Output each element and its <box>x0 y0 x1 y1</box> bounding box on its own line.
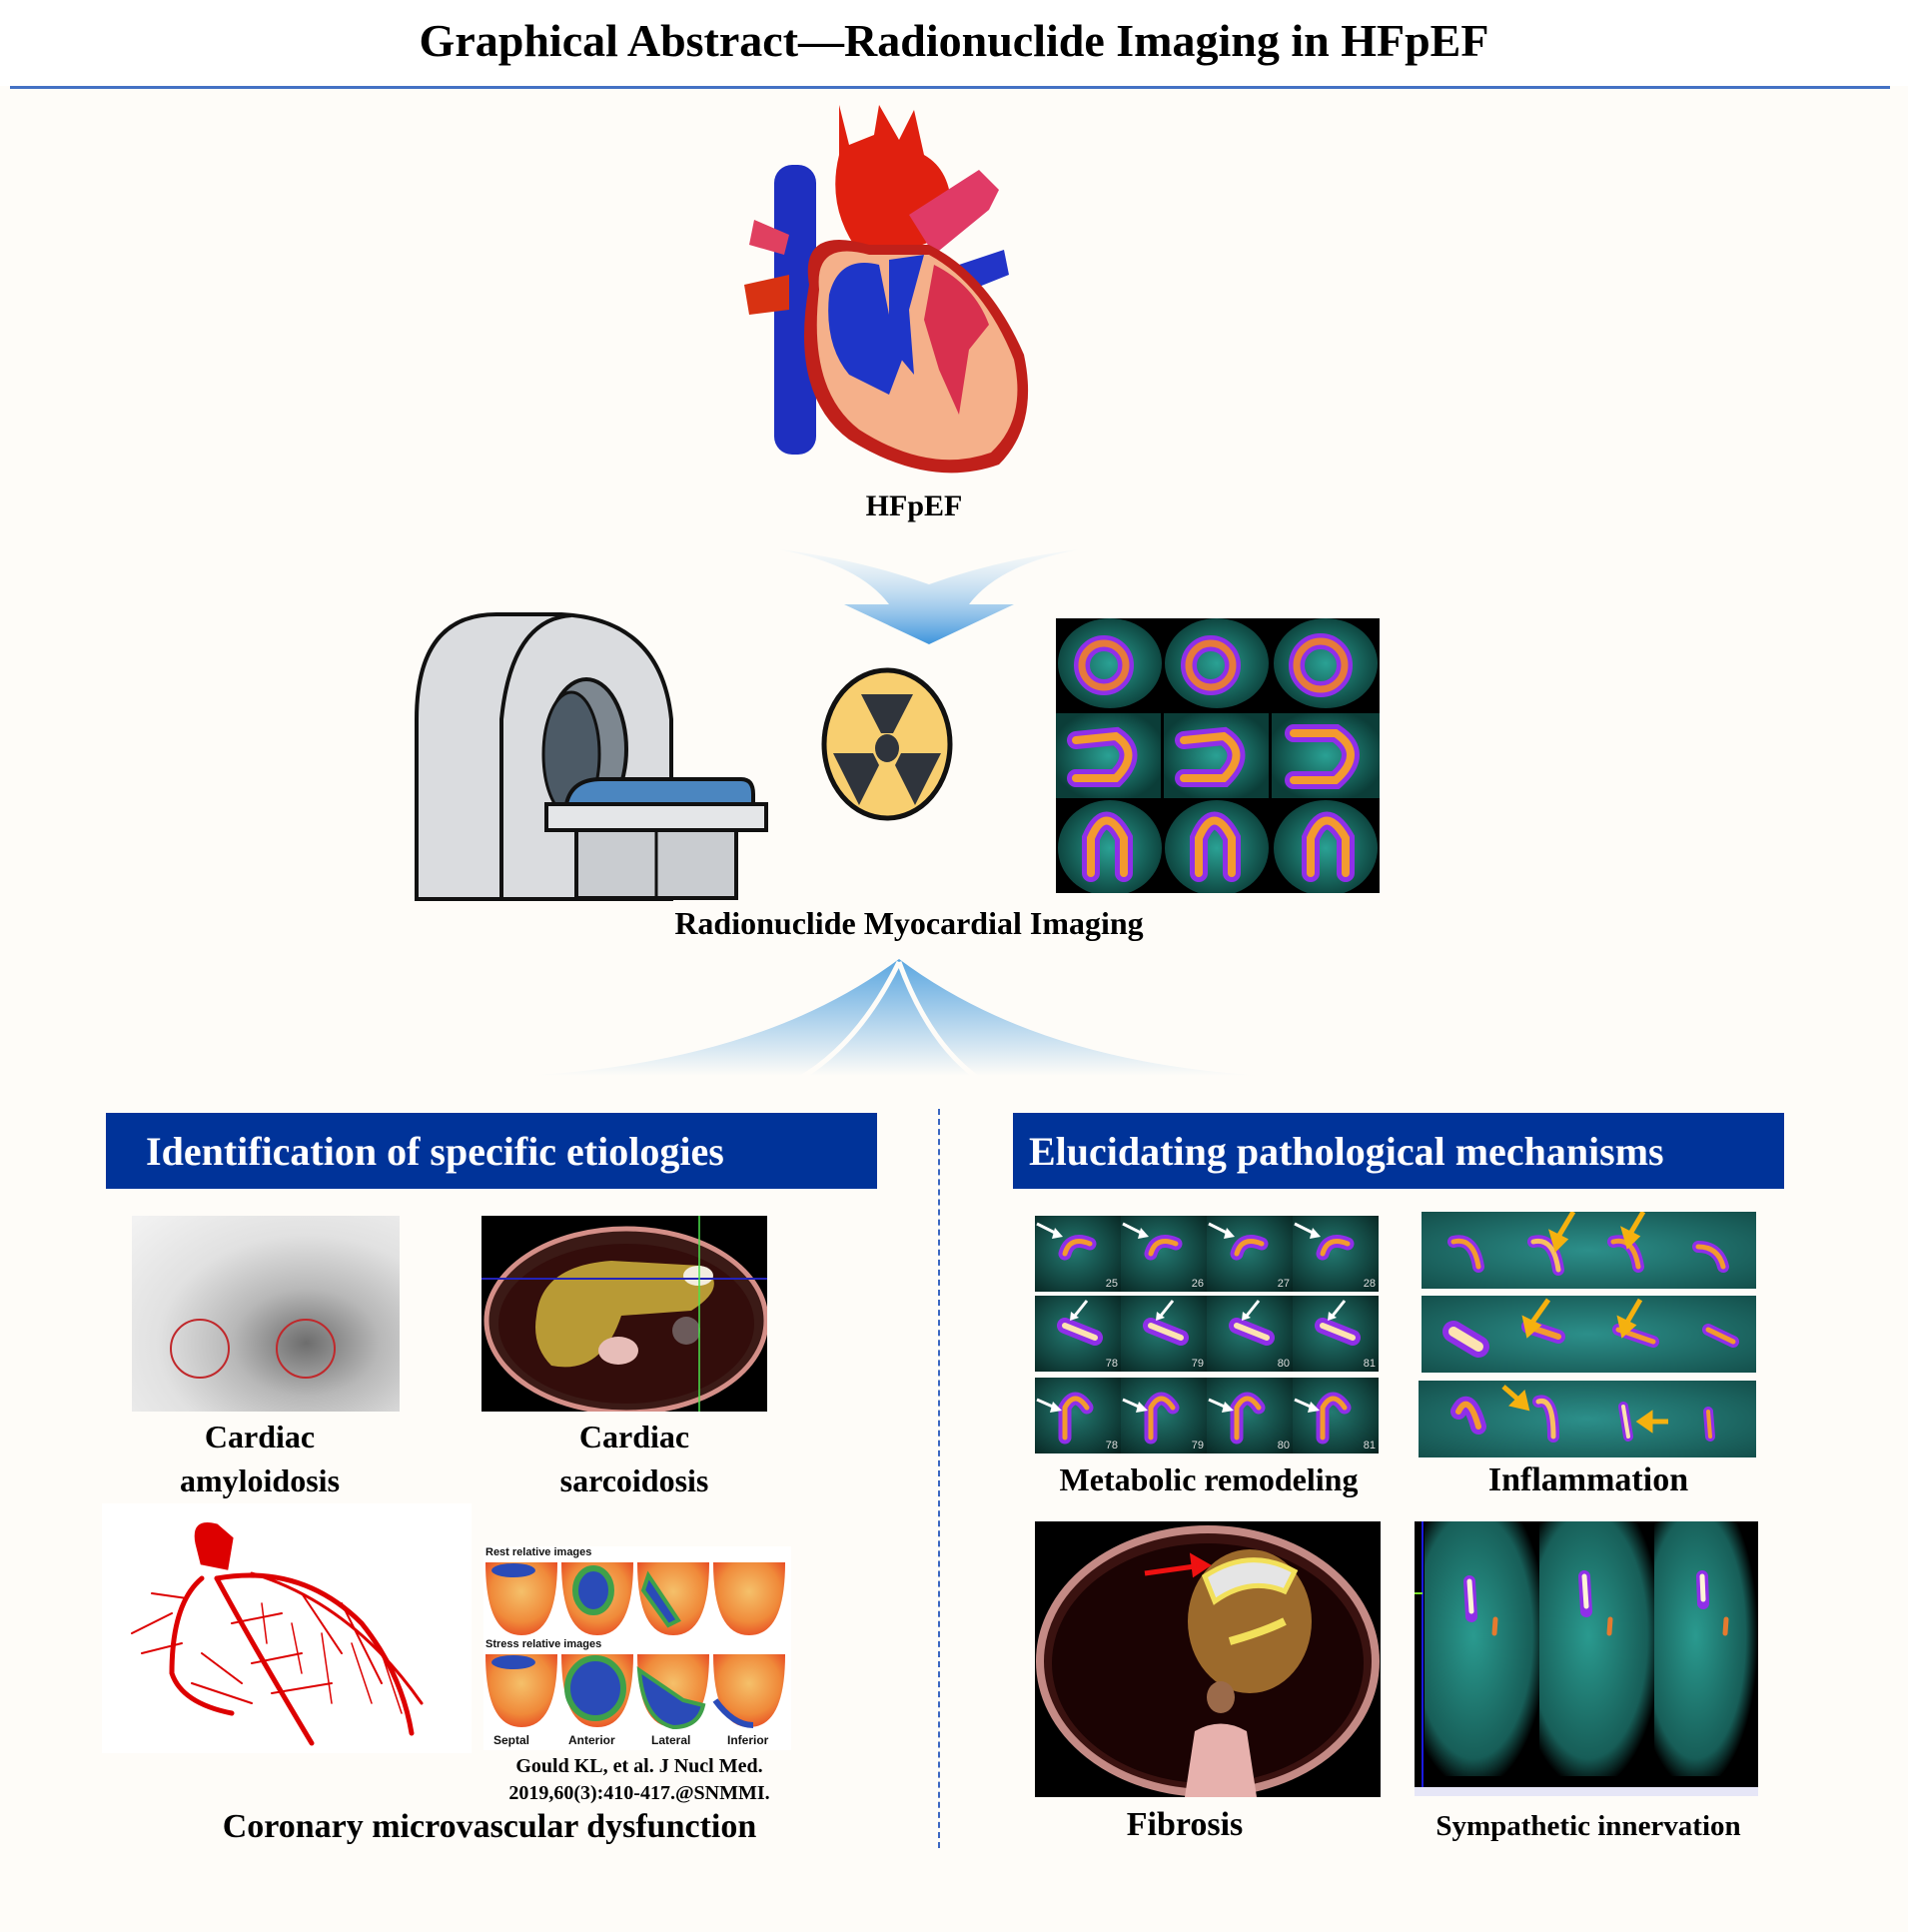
banner-etiologies: Identification of specific etiologies <box>106 1113 877 1189</box>
amyloidosis-scan-image <box>132 1216 400 1412</box>
sarcoidosis-graphic <box>481 1216 767 1412</box>
slice-graphic <box>1208 1222 1269 1261</box>
slice-number: 78 <box>1105 1440 1118 1451</box>
metabolic-row: 25 26 27 28 <box>1035 1216 1379 1292</box>
heart-anatomy-icon <box>744 105 1029 474</box>
slice-number: 81 <box>1363 1440 1376 1451</box>
slice-graphic <box>1208 1392 1266 1445</box>
roi-circle-left <box>170 1319 230 1379</box>
cmd-label: Coronary microvascular dysfunction <box>222 1808 757 1845</box>
roi-circle-right <box>276 1319 336 1379</box>
page-title: Graphical Abstract—Radionuclide Imaging … <box>419 15 1489 66</box>
section-divider <box>938 1109 940 1848</box>
banner-mechanisms: Elucidating pathological mechanisms <box>1013 1113 1784 1189</box>
metabolic-slice: 81 <box>1293 1378 1379 1453</box>
slice-graphic <box>1036 1392 1094 1445</box>
metabolic-slice: 78 <box>1035 1296 1121 1372</box>
view-label-anterior: Anterior <box>568 1733 615 1747</box>
slice-number: 80 <box>1277 1358 1290 1370</box>
slice-number: 81 <box>1363 1358 1376 1370</box>
radiation-icon <box>821 667 953 821</box>
metabolic-label: Metabolic remodeling <box>1059 1461 1359 1497</box>
slice-graphic <box>1057 1300 1103 1346</box>
spect-slices-image <box>1056 618 1380 893</box>
metabolic-slice: 26 <box>1121 1216 1207 1292</box>
inflammation-graphic <box>1419 1210 1756 1457</box>
fibrosis-petct-image <box>1035 1521 1381 1797</box>
yellow-arrows <box>1501 1210 1668 1434</box>
metabolic-slice: 79 <box>1121 1296 1207 1372</box>
slice-number: 80 <box>1277 1440 1290 1451</box>
coronary-vessel-tree-image <box>102 1503 472 1753</box>
spect-slices-graphic <box>1056 618 1380 893</box>
slice-graphic <box>1122 1222 1183 1261</box>
title-divider <box>10 86 1890 89</box>
metabolic-slice: 81 <box>1293 1296 1379 1372</box>
stress-images-label: Stress relative images <box>485 1638 602 1650</box>
metabolic-row: 78 79 80 81 <box>1035 1378 1379 1453</box>
view-label-septal: Septal <box>493 1733 530 1747</box>
title-bar <box>0 0 1908 86</box>
view-label-inferior: Inferior <box>727 1733 769 1747</box>
amyloidosis-label-line1: Cardiac <box>204 1419 316 1454</box>
slice-graphic <box>1294 1392 1352 1445</box>
inflammation-image <box>1419 1210 1756 1457</box>
slice-number: 79 <box>1191 1358 1204 1370</box>
metabolic-slice: 80 <box>1207 1378 1293 1453</box>
inflammation-label: Inflammation <box>1487 1461 1689 1498</box>
amyloidosis-label: Cardiac amyloidosis <box>120 1415 400 1502</box>
sarcoidosis-label: Cardiac sarcoidosis <box>494 1415 774 1502</box>
branching-arrow-icon <box>519 959 1269 1079</box>
slice-number: 27 <box>1277 1278 1290 1290</box>
scanner-icon <box>415 612 768 901</box>
amyloidosis-label-line2: amyloidosis <box>179 1462 341 1498</box>
sympathetic-graphic <box>1415 1521 1758 1796</box>
down-arrow-icon <box>779 549 1079 644</box>
metabolic-slice: 79 <box>1121 1378 1207 1453</box>
view-label-lateral: Lateral <box>651 1733 691 1747</box>
rest-images-label: Rest relative images <box>485 1546 592 1558</box>
metabolic-slice: 80 <box>1207 1296 1293 1372</box>
sarcoidosis-petct-image <box>481 1216 767 1412</box>
citation-line2: 2019,60(3):410-417.@SNMMI. <box>508 1782 770 1804</box>
slice-graphic <box>1315 1300 1361 1346</box>
slice-number: 26 <box>1191 1278 1204 1290</box>
slice-number: 78 <box>1105 1358 1118 1370</box>
metabolic-slice: 25 <box>1035 1216 1121 1292</box>
fibrosis-graphic <box>1036 1525 1380 1797</box>
sarcoidosis-label-line2: sarcoidosis <box>559 1462 709 1498</box>
citation: Gould KL, et al. J Nucl Med. 2019,60(3):… <box>470 1753 809 1807</box>
sympathetic-innervation-image <box>1415 1521 1758 1796</box>
slice-graphic <box>1229 1300 1275 1346</box>
slice-graphic <box>1122 1392 1180 1445</box>
pet-flow-maps-image: Rest relative images Stress relative ima… <box>483 1546 791 1750</box>
sarcoidosis-label-line1: Cardiac <box>578 1419 690 1454</box>
metabolic-slice: 28 <box>1293 1216 1379 1292</box>
slice-number: 28 <box>1363 1278 1376 1290</box>
metabolic-slice: 27 <box>1207 1216 1293 1292</box>
slice-number: 79 <box>1191 1440 1204 1451</box>
metabolic-slice: 78 <box>1035 1378 1121 1453</box>
citation-line1: Gould KL, et al. J Nucl Med. <box>515 1755 763 1777</box>
slice-graphic <box>1036 1222 1097 1261</box>
sympathetic-label: Sympathetic innervation <box>1435 1810 1741 1842</box>
imaging-label: Radionuclide Myocardial Imaging <box>674 905 1144 941</box>
metabolic-row: 78 79 80 81 <box>1035 1296 1379 1372</box>
bullseye-maps-graphic <box>485 1562 785 1730</box>
slice-graphic <box>1294 1222 1355 1261</box>
red-arrow <box>1144 1552 1212 1578</box>
metabolic-remodeling-image: 25 26 27 28 78 79 80 81 78 79 80 81 <box>1035 1216 1379 1459</box>
fibrosis-label: Fibrosis <box>1126 1806 1244 1843</box>
hfpef-label: HFpEF <box>865 489 963 522</box>
slice-number: 25 <box>1105 1278 1118 1290</box>
slice-graphic <box>1143 1300 1189 1346</box>
